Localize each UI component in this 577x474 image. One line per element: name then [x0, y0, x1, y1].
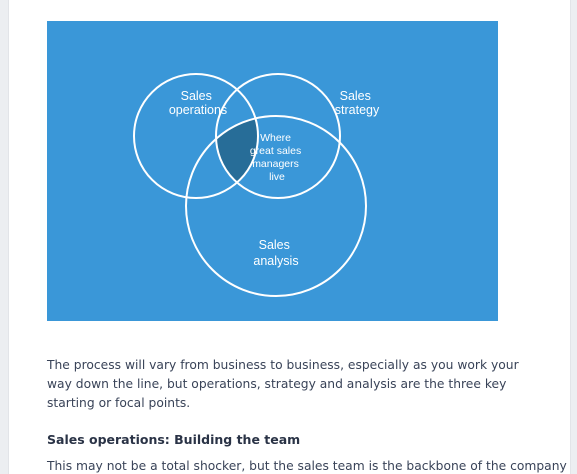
cropped-previous-text: [47, 0, 517, 3]
section-paragraph: This may not be a total shocker, but the…: [47, 459, 567, 473]
intro-paragraph: The process will vary from business to b…: [47, 358, 519, 410]
label-line: Sales: [259, 238, 290, 252]
label-line: Sales: [340, 89, 371, 103]
circle-sales-operations: [133, 73, 259, 199]
center-line: great sales: [250, 145, 301, 157]
circle-sales-analysis: [185, 115, 367, 297]
section-heading: Sales operations: Building the team: [47, 432, 301, 447]
article-page: Sales operations Sales strategy Sales an…: [8, 0, 571, 474]
label-sales-analysis: Sales analysis: [253, 238, 298, 268]
label-line: analysis: [253, 254, 298, 268]
circle-sales-strategy: [215, 73, 341, 199]
venn-diagram-figure: Sales operations Sales strategy Sales an…: [47, 21, 498, 321]
label-sales-strategy: Sales strategy: [335, 89, 380, 117]
label-sales-operations: Sales operations: [169, 89, 227, 117]
center-line: Where: [260, 132, 291, 144]
label-line: operations: [169, 103, 227, 117]
center-line: managers: [252, 158, 299, 170]
venn-diagram: Sales operations Sales strategy Sales an…: [133, 73, 380, 297]
center-line: live: [269, 171, 285, 183]
label-line: strategy: [335, 103, 380, 117]
label-center: Where great sales managers live: [250, 132, 304, 183]
overlap-region: [216, 116, 258, 198]
label-line: Sales: [181, 89, 212, 103]
